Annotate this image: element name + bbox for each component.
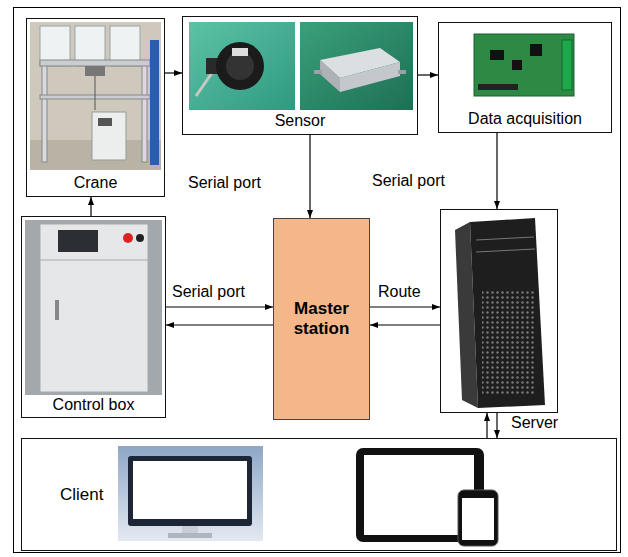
tablet-phone-part — [356, 448, 484, 542]
arrow-connector — [309, 135, 310, 218]
sensor-photo-part — [300, 22, 413, 110]
desktop-monitor-part — [118, 446, 263, 541]
crane-photo-part — [42, 62, 47, 162]
control-cabinet-photo-part — [55, 300, 59, 320]
circuit-board-photo-part — [474, 34, 574, 96]
port-label-holder: Serial port — [186, 174, 263, 192]
arrow-connector — [90, 197, 91, 216]
client-band: Client — [21, 438, 617, 551]
desktop-monitor — [118, 446, 263, 541]
circuit-board-photo-part — [490, 50, 504, 60]
port-label-holder: Serial port — [170, 283, 247, 301]
link-label: Serial port — [370, 172, 447, 190]
computer-tower-part — [482, 290, 536, 395]
crane-photo-part — [150, 40, 159, 165]
arrow-connector — [166, 324, 273, 325]
computer-tower-part — [476, 237, 534, 240]
node-title: Master station — [278, 299, 365, 338]
master-station-box: Master station — [273, 218, 370, 420]
control-cabinet-photo-part — [40, 260, 148, 261]
node-label: Data acquisition — [468, 110, 582, 128]
arrow-connector — [418, 74, 438, 75]
tablet-phone-part — [458, 490, 498, 546]
tablet-phone — [356, 448, 498, 546]
circuit-board-photo-part — [478, 84, 518, 90]
desktop-monitor-part — [182, 526, 198, 534]
sensor-photo-part — [398, 70, 406, 74]
sensor-photo-part — [206, 58, 220, 74]
crane-photo-part — [110, 26, 140, 66]
acquisition-box: Data acquisition — [438, 22, 612, 133]
node-label: Client — [60, 485, 103, 505]
crane-photo-part — [98, 118, 112, 126]
crane-box: Crane — [26, 18, 165, 197]
control-cabinet-photo-part — [40, 224, 148, 392]
port-label-holder: Route — [376, 283, 423, 301]
control-cabinet-photo-part — [136, 234, 144, 242]
node-label: Control box — [53, 396, 135, 414]
crane-photo-part — [30, 140, 161, 170]
desktop-monitor-part — [128, 456, 252, 526]
control-cabinet-photo-part — [123, 233, 133, 243]
sensor-box: Sensor — [182, 16, 418, 135]
arrow-connector — [496, 413, 497, 438]
crane-photo-part — [40, 95, 150, 99]
node-label: Crane — [74, 174, 118, 192]
crane-photo-part — [30, 22, 161, 170]
crane-photo-part — [92, 112, 126, 160]
link-label: Serial port — [186, 174, 263, 192]
arrow-connector — [166, 306, 273, 307]
computer-tower — [455, 218, 545, 408]
crane-photo-part — [85, 66, 105, 76]
node-label: Sensor — [275, 112, 326, 130]
control-box: Control box — [21, 216, 166, 418]
computer-tower-part — [476, 249, 535, 252]
crane-photo-part — [95, 76, 96, 110]
crane-photo-part — [40, 26, 70, 66]
computer-tower-part — [455, 222, 478, 408]
tablet-phone-part — [462, 498, 494, 540]
crane-photo-part — [75, 26, 105, 66]
link-label: Serial port — [170, 283, 247, 301]
arrow-connector — [165, 72, 182, 73]
circuit-board-photo-part — [470, 30, 580, 100]
desktop-monitor-part — [133, 461, 247, 519]
circuit-board-photo-part — [562, 40, 572, 90]
sensor-photo — [300, 22, 413, 110]
sensor-photo-part — [320, 48, 400, 78]
sensor-photo-part — [196, 70, 214, 96]
sensor-photo-part — [216, 42, 264, 90]
crane-photo-part — [40, 60, 150, 66]
sensor-photo — [189, 22, 295, 110]
control-cabinet-photo-part — [25, 220, 162, 395]
desktop-monitor-part — [168, 533, 212, 538]
control-cabinet-photo — [25, 220, 162, 395]
arrow-connector — [370, 324, 440, 325]
sensor-photo-part — [340, 62, 400, 92]
sensor-photo-part — [226, 52, 254, 80]
circuit-board-photo — [470, 30, 580, 100]
computer-tower-part — [470, 218, 545, 408]
arrow-connector — [496, 133, 497, 209]
tablet-phone-part — [364, 455, 474, 535]
node-label: Server — [511, 414, 558, 432]
sensor-photo-part — [232, 48, 248, 56]
crane-photo-part — [142, 62, 147, 162]
arrow-connector — [486, 413, 487, 438]
link-label: Route — [376, 283, 423, 301]
control-cabinet-photo-part — [58, 230, 98, 252]
circuit-board-photo-part — [530, 44, 542, 56]
outer-frame — [14, 8, 621, 553]
arrow-connector — [370, 306, 440, 307]
sensor-photo-part — [314, 70, 322, 74]
port-label-holder: Serial port — [370, 172, 447, 190]
server-box: Server — [440, 209, 558, 413]
crane-photo — [30, 22, 161, 170]
sensor-photo-part — [189, 22, 295, 110]
sensor-photo-part — [320, 60, 340, 92]
circuit-board-photo-part — [512, 60, 522, 70]
